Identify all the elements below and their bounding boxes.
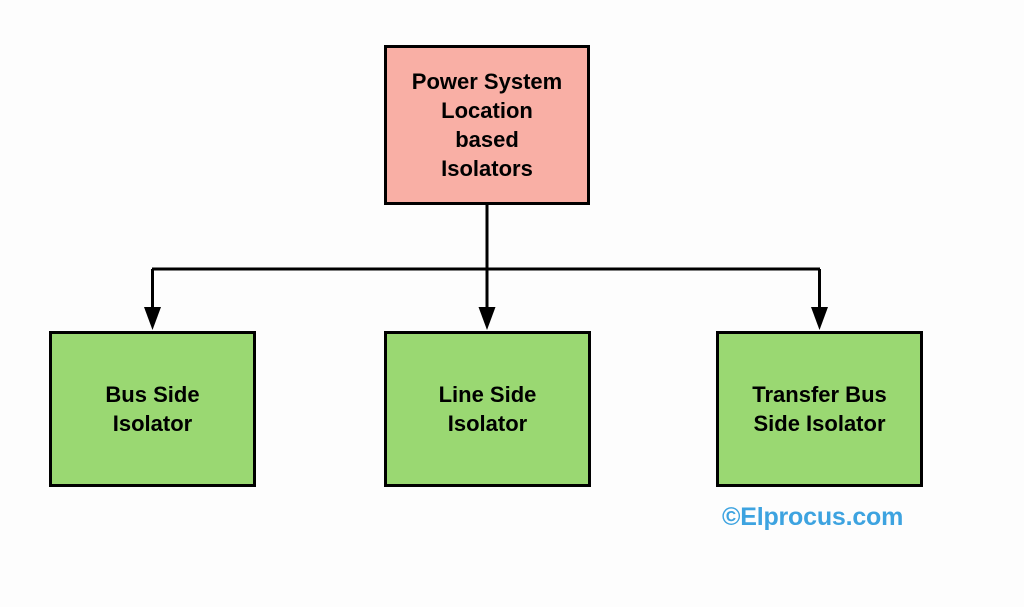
node-root[interactable]: Power System Location based Isolators bbox=[384, 45, 590, 205]
node-line-side-isolator[interactable]: Line Side Isolator bbox=[384, 331, 591, 487]
arrowhead-1 bbox=[478, 307, 496, 330]
arrowhead-0 bbox=[144, 307, 161, 330]
node-root-label: Power System Location based Isolators bbox=[411, 69, 563, 181]
watermark-elprocus: ©Elprocus.com bbox=[722, 503, 904, 531]
node-line-side-isolator-label: Line Side Isolator bbox=[438, 382, 537, 436]
node-bus-side-isolator[interactable]: Bus Side Isolator bbox=[49, 331, 256, 487]
node-bus-side-isolator-label: Bus Side Isolator bbox=[105, 382, 200, 436]
arrowhead-2 bbox=[811, 307, 828, 330]
node-transfer-bus-side-isolator[interactable]: Transfer Bus Side Isolator bbox=[716, 331, 923, 487]
node-transfer-bus-side-isolator-label: Transfer Bus Side Isolator bbox=[752, 382, 887, 436]
